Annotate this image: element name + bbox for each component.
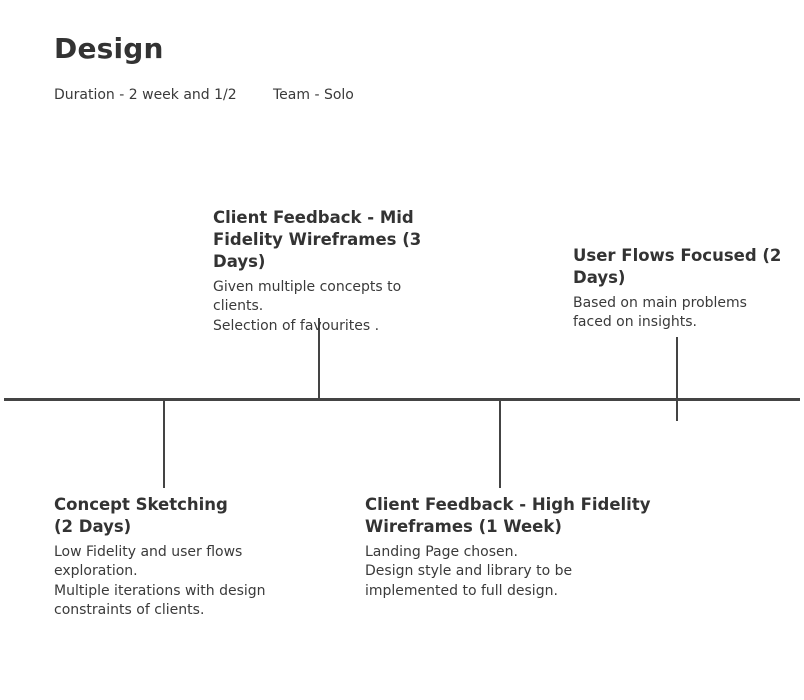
timeline-tick-mid-fidelity bbox=[318, 318, 320, 400]
timeline-event-high-fidelity: Client Feedback - High Fidelity Wirefram… bbox=[365, 494, 665, 601]
timeline-event-mid-fidelity: Client Feedback - Mid Fidelity Wireframe… bbox=[213, 207, 433, 336]
event-title: Client Feedback - Mid Fidelity Wireframe… bbox=[213, 208, 422, 271]
event-title: User Flows Focused (2 Days) bbox=[573, 246, 782, 287]
page-title: Design bbox=[54, 32, 164, 65]
event-description: Low Fidelity and user flows exploration.… bbox=[54, 544, 266, 618]
event-title: Concept Sketching (2 Days) bbox=[54, 495, 228, 536]
event-title: Client Feedback - High Fidelity Wirefram… bbox=[365, 495, 651, 536]
timeline-axis bbox=[4, 398, 800, 401]
timeline-tick-high-fidelity bbox=[499, 400, 501, 488]
team-label: Team - Solo bbox=[273, 87, 354, 103]
event-description: Based on main problems faced on insights… bbox=[573, 295, 747, 331]
timeline-event-concept-sketching: Concept Sketching (2 Days) Low Fidelity … bbox=[54, 494, 314, 620]
duration-label: Duration - 2 week and 1/2 bbox=[54, 87, 237, 103]
timeline-tick-user-flows bbox=[676, 337, 678, 421]
timeline-event-user-flows: User Flows Focused (2 Days) Based on mai… bbox=[573, 245, 788, 333]
timeline-tick-concept-sketching bbox=[163, 400, 165, 488]
event-description: Landing Page chosen. Design style and li… bbox=[365, 544, 573, 599]
event-description: Given multiple concepts to clients. Sele… bbox=[213, 279, 402, 334]
